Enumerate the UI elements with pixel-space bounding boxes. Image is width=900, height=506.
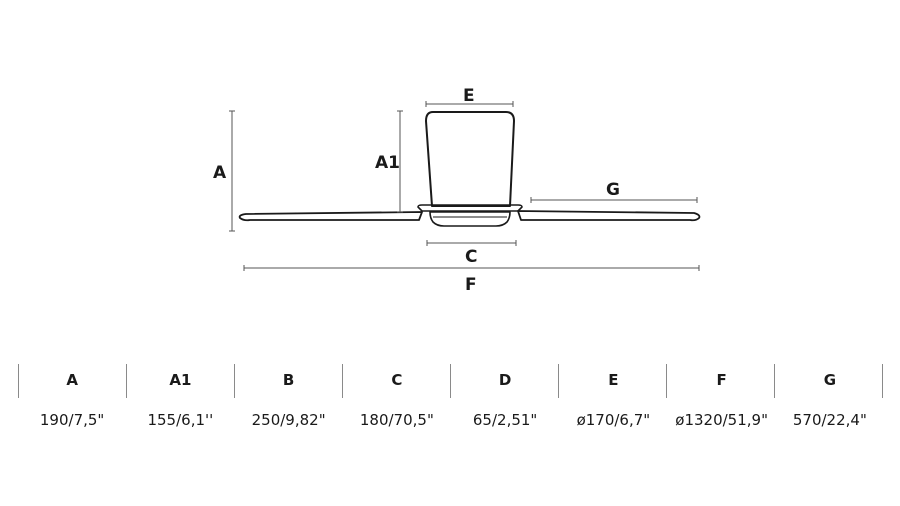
dimension-f [243, 265, 700, 271]
dimension-g [530, 197, 698, 203]
column-divider [126, 364, 127, 398]
column-divider [342, 364, 343, 398]
spec-key: C [391, 371, 403, 389]
left-blade [238, 211, 423, 222]
dimension-f-label: F [465, 275, 477, 295]
spec-value: 180/70,5" [359, 411, 434, 429]
column-divider [450, 364, 451, 398]
spec-value: 190/7,5" [39, 411, 105, 429]
spec-value: 155/6,1'' [147, 411, 214, 429]
spec-key: F [716, 371, 727, 389]
mounting-flange [417, 204, 523, 212]
dimension-e [425, 101, 514, 107]
spec-key: D [498, 371, 512, 389]
spec-column-c: C 180/70,5" [343, 362, 451, 437]
light-dome [429, 211, 511, 227]
dimension-c-label: C [465, 247, 477, 267]
spec-value: ø1320/51,9" [675, 411, 768, 429]
column-divider [234, 364, 235, 398]
spec-column-e: E ø170/6,7" [559, 362, 667, 437]
column-divider [774, 364, 775, 398]
dimension-a-label: A [213, 163, 227, 183]
dimension-c [426, 240, 517, 246]
spec-key: G [823, 371, 837, 389]
dimension-e-label: E [463, 86, 475, 106]
dimension-a [229, 110, 235, 232]
motor-housing [425, 111, 515, 207]
spec-column-d: D 65/2,51" [451, 362, 559, 437]
spec-value: ø170/6,7" [576, 411, 651, 429]
dimension-a1-label: A1 [375, 153, 400, 173]
column-divider [558, 364, 559, 398]
spec-column-a1: A1 155/6,1'' [126, 362, 234, 437]
spec-key: A1 [169, 371, 192, 389]
spec-column-g: G 570/22,4" [776, 362, 884, 437]
column-divider [18, 364, 19, 398]
spec-value: 65/2,51" [472, 411, 538, 429]
column-divider [666, 364, 667, 398]
column-divider [882, 364, 883, 398]
spec-column-b: B 250/9,82" [235, 362, 343, 437]
spec-value: 250/9,82" [251, 411, 326, 429]
spec-column-f: F ø1320/51,9" [668, 362, 776, 437]
spec-key: B [282, 371, 295, 389]
spec-key: E [608, 371, 619, 389]
spec-column-a: A 190/7,5" [18, 362, 126, 437]
spec-key: A [66, 371, 78, 389]
dimension-g-label: G [606, 180, 620, 200]
right-blade [517, 210, 701, 222]
specification-table: A 190/7,5" A1 155/6,1'' B 250/9,82" C 18… [18, 362, 884, 437]
spec-value: 570/22,4" [792, 411, 867, 429]
dimension-a1 [397, 110, 403, 213]
